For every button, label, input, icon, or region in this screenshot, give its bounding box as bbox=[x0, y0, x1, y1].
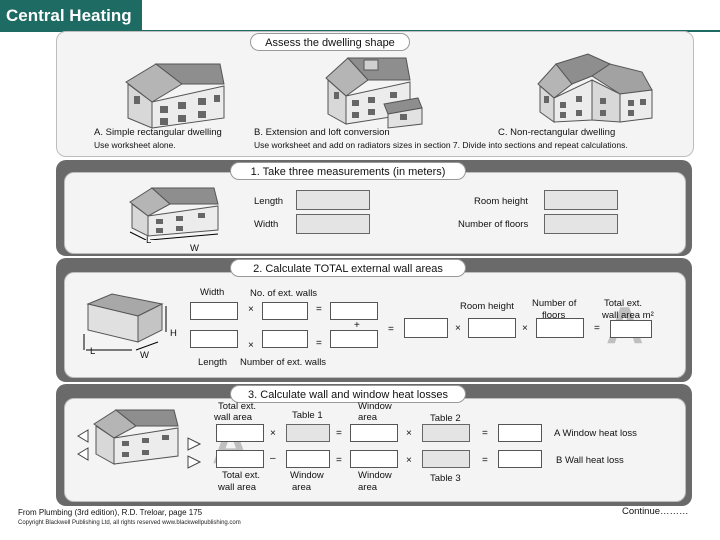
step2-ext-walls-input-2[interactable] bbox=[262, 330, 308, 348]
step3-window-bottom-4: area bbox=[358, 482, 378, 493]
step3-table3-label: Table 3 bbox=[430, 473, 461, 484]
step1-floors-input[interactable] bbox=[544, 214, 618, 234]
step2-ext-walls-label: No. of ext. walls bbox=[250, 288, 318, 299]
step3-window-input-1[interactable] bbox=[350, 424, 398, 442]
step2-number-ext-walls-label: Number of ext. walls bbox=[240, 357, 327, 368]
step3-table2-input[interactable] bbox=[422, 424, 470, 442]
step3-table2-label: Table 2 bbox=[430, 413, 461, 424]
step3-house-image bbox=[77, 409, 202, 469]
step3-result-input-2[interactable] bbox=[350, 450, 398, 468]
footer-source: From Plumbing (3rd edition), R.D. Treloa… bbox=[18, 508, 203, 517]
step2-dim-l: L bbox=[90, 346, 96, 357]
step3-total-input-1[interactable] bbox=[216, 424, 264, 442]
step1-width-input[interactable] bbox=[296, 214, 370, 234]
step2-equals-3: = bbox=[388, 324, 394, 335]
step3-window-label-2: area bbox=[358, 412, 378, 423]
step2-width-input[interactable] bbox=[190, 302, 238, 320]
step2-floors-label-2: floors bbox=[542, 310, 566, 321]
step1-length-input[interactable] bbox=[296, 190, 370, 210]
step1-room-height-input[interactable] bbox=[544, 190, 618, 210]
step2-times-1: × bbox=[248, 304, 254, 315]
step2-header: 2. Calculate TOTAL external wall areas bbox=[230, 259, 466, 277]
step3-table1-input-1[interactable] bbox=[286, 424, 330, 442]
step2-floors-label-1: Number of bbox=[532, 298, 577, 309]
step2-total-label-2: wall area m² bbox=[602, 310, 654, 321]
step2-result-2[interactable] bbox=[330, 330, 378, 348]
option-a-desc: Use worksheet alone. bbox=[94, 140, 176, 150]
option-c-title: C. Non-rectangular dwelling bbox=[498, 127, 616, 138]
step2-length-label: Length bbox=[198, 357, 228, 368]
step2-equals-1: = bbox=[316, 304, 322, 315]
step2-room-height-label: Room height bbox=[460, 301, 514, 312]
step3-minus: – bbox=[270, 453, 276, 464]
step3-total-label-2: wall area bbox=[214, 412, 253, 423]
step2-equals-2: = bbox=[316, 338, 322, 349]
page-title: Central Heating bbox=[6, 6, 132, 25]
step2-times-3: × bbox=[455, 323, 461, 334]
step3-total-input-2[interactable] bbox=[216, 450, 264, 468]
step2-plus: + bbox=[354, 320, 360, 331]
step3-result-b-input[interactable] bbox=[498, 450, 542, 468]
step1-floors-label: Number of floors bbox=[458, 219, 529, 230]
step3-times-1: × bbox=[270, 428, 276, 439]
house-a-image bbox=[125, 63, 225, 129]
step2-result-1[interactable] bbox=[330, 302, 378, 320]
step2-total-input[interactable] bbox=[610, 320, 652, 338]
step3-result-a-label: A Window heat loss bbox=[554, 428, 637, 439]
step3-equals-1: = bbox=[336, 428, 342, 439]
step3-times-2: × bbox=[406, 428, 412, 439]
step2-times-4: × bbox=[522, 323, 528, 334]
step2-dim-w: W bbox=[140, 350, 149, 361]
step2-length-input[interactable] bbox=[190, 330, 238, 348]
house-b-image bbox=[325, 57, 423, 129]
house-c-image bbox=[537, 53, 653, 123]
step3-header: 3. Calculate wall and window heat losses bbox=[230, 385, 466, 403]
shape-header: Assess the dwelling shape bbox=[250, 33, 410, 51]
step3-table3-input[interactable] bbox=[422, 450, 470, 468]
step3-total-bottom-2: wall area bbox=[218, 482, 257, 493]
step2-floors-input[interactable] bbox=[536, 318, 584, 338]
step2-ext-walls-input-1[interactable] bbox=[262, 302, 308, 320]
step2-box-image bbox=[83, 293, 167, 351]
step3-total-bottom-1: Total ext. bbox=[222, 470, 261, 481]
step2-sum-input[interactable] bbox=[404, 318, 448, 338]
step2-times-2: × bbox=[248, 340, 254, 351]
step3-window-bottom-3: Window bbox=[358, 470, 392, 481]
step3-equals-2: = bbox=[482, 428, 488, 439]
step2-equals-4: = bbox=[594, 323, 600, 334]
step2-total-label-1: Total ext. bbox=[604, 298, 643, 309]
option-b-desc: Use worksheet and add on radiators sizes… bbox=[254, 140, 628, 150]
step3-total-label-1: Total ext. bbox=[218, 401, 257, 412]
option-a-title: A. Simple rectangular dwelling bbox=[94, 127, 222, 138]
step3-window-label-1: Window bbox=[358, 401, 392, 412]
title-bar bbox=[0, 0, 142, 30]
step1-width-label: Width bbox=[254, 219, 279, 230]
step1-dim-l: L bbox=[146, 235, 152, 246]
option-b-title: B. Extension and loft conversion bbox=[254, 127, 390, 138]
step3-equals-4: = bbox=[482, 455, 488, 466]
step1-panel bbox=[64, 172, 686, 254]
footer-copyright: Copyright Blackwell Publishing Ltd, all … bbox=[18, 520, 241, 526]
step3-result-b-label: B Wall heat loss bbox=[556, 455, 624, 466]
step3-times-3: × bbox=[406, 455, 412, 466]
step3-equals-3: = bbox=[336, 455, 342, 466]
step2-dim-h: H bbox=[170, 328, 177, 339]
step1-length-label: Length bbox=[254, 196, 284, 207]
step3-window-input-2[interactable] bbox=[286, 450, 330, 468]
step1-house-image bbox=[129, 187, 219, 240]
continue-link[interactable]: Continue……… bbox=[622, 506, 689, 517]
step2-width-label: Width bbox=[200, 287, 225, 298]
step1-header: 1. Take three measurements (in meters) bbox=[230, 162, 466, 180]
step3-window-bottom-1: Window bbox=[290, 470, 324, 481]
step2-room-height-input[interactable] bbox=[468, 318, 516, 338]
step3-window-bottom-2: area bbox=[292, 482, 312, 493]
step1-dim-w: W bbox=[190, 243, 199, 254]
step3-table1-label: Table 1 bbox=[292, 410, 323, 421]
step1-room-height-label: Room height bbox=[474, 196, 528, 207]
step3-result-a-input[interactable] bbox=[498, 424, 542, 442]
